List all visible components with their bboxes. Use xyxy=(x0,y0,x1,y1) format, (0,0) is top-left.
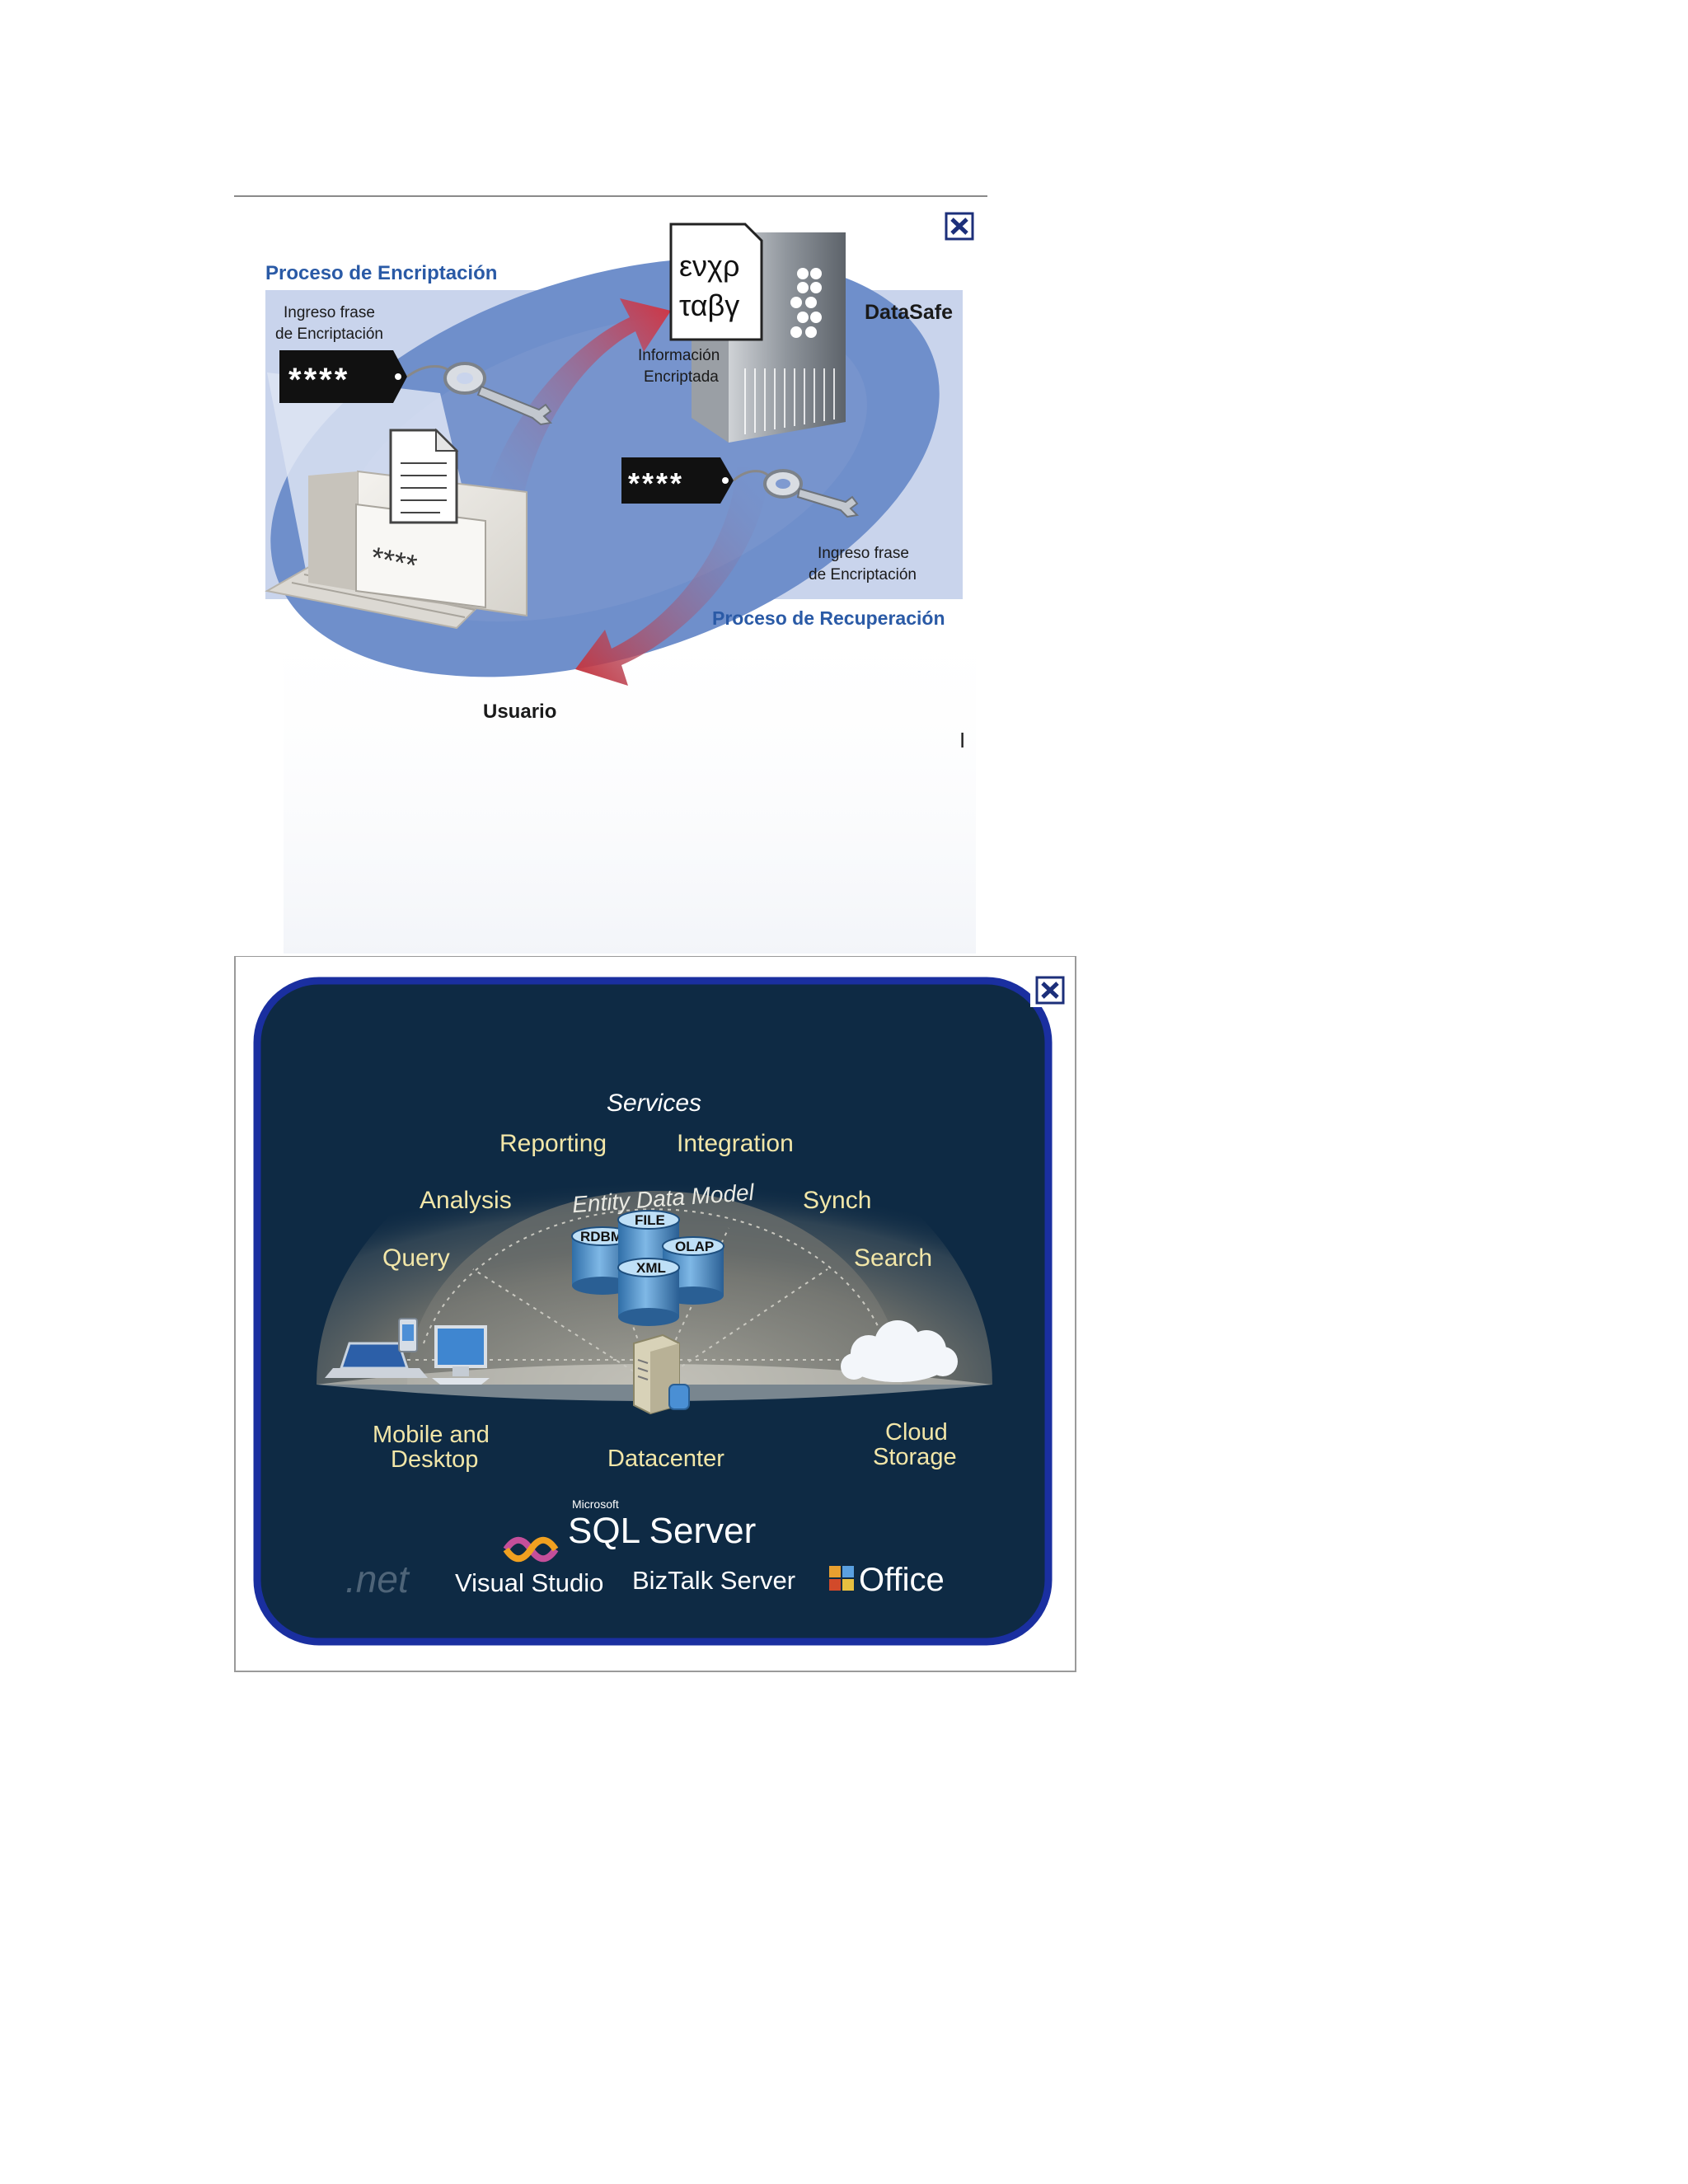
biztalk-label: BizTalk Server xyxy=(632,1566,795,1595)
db-xml-icon: XML xyxy=(617,1258,680,1326)
search-label: Search xyxy=(854,1244,932,1272)
usuario-label: Usuario xyxy=(483,701,556,723)
integration-label: Integration xyxy=(677,1130,794,1157)
analysis-label: Analysis xyxy=(420,1187,512,1214)
query-label: Query xyxy=(382,1244,450,1272)
office-label: Office xyxy=(859,1562,945,1598)
db-file-label: FILE xyxy=(635,1212,665,1228)
title-recover: Proceso de Recuperación xyxy=(712,607,945,629)
product-logos: .net Visual Studio BizTalk Server Office xyxy=(345,1536,945,1601)
close-button[interactable] xyxy=(1030,972,1068,1007)
close-icon xyxy=(1041,982,1059,999)
encrypted-document-icon: ενχρ ταβγ xyxy=(669,223,763,341)
title-encrypt: Proceso de Encriptación xyxy=(265,262,497,284)
devices-icon xyxy=(325,1318,490,1385)
ingreso-label-1: Ingreso frase xyxy=(284,304,375,321)
sql-server-text: SQL Server xyxy=(568,1511,756,1551)
document-icon xyxy=(389,428,459,524)
database-stack: RDBMS FILE OLAP XML xyxy=(571,1210,724,1326)
encryption-diagram: Proceso de Encriptación Ingreso frase de… xyxy=(234,195,987,954)
cloud-icon xyxy=(841,1320,958,1382)
visual-studio-label: Visual Studio xyxy=(455,1568,603,1597)
sql-ms-small: Microsoft xyxy=(572,1497,619,1511)
password-tag-right: **** xyxy=(621,457,734,504)
encrypt-arrow xyxy=(481,298,671,525)
computer-icon: **** xyxy=(265,470,528,630)
mobile-label-1: Mobile and xyxy=(373,1422,490,1448)
cloud-label-1: Cloud xyxy=(885,1419,948,1446)
service-labels: Services Reporting Integration Analysis … xyxy=(382,1090,932,1272)
password-mask-top: **** xyxy=(288,362,349,398)
cursor-mark: I xyxy=(959,728,965,752)
db-xml-label: XML xyxy=(636,1260,666,1276)
key-icon xyxy=(733,469,860,518)
datasafe-label: DataSafe xyxy=(865,301,953,324)
net-logo: .net xyxy=(345,1558,410,1601)
close-icon xyxy=(950,218,968,235)
password-mask-right: **** xyxy=(628,466,684,500)
ingreso-right-1: Ingreso frase xyxy=(818,545,909,562)
datacenter-server-icon xyxy=(633,1333,690,1415)
mobile-label-2: Desktop xyxy=(391,1446,478,1473)
info-label-2: Encriptada xyxy=(644,368,719,386)
ingreso-right-2: de Encriptación xyxy=(809,566,917,583)
sql-diagram-panel: Services Reporting Integration Analysis … xyxy=(234,955,1078,1673)
greek-line-2: ταβγ xyxy=(679,288,739,322)
services-label: Services xyxy=(607,1090,701,1117)
encryption-diagram-panel: Proceso de Encriptación Ingreso frase de… xyxy=(234,195,987,954)
office-icon xyxy=(829,1566,854,1591)
recover-arrow xyxy=(575,467,770,686)
cloud-label-2: Storage xyxy=(873,1444,957,1470)
db-olap-label: OLAP xyxy=(675,1239,714,1254)
synch-label: Synch xyxy=(803,1187,871,1214)
sql-server-logo: Microsoft SQL Server xyxy=(568,1497,756,1551)
visual-studio-icon xyxy=(503,1536,559,1563)
ingreso-label-2: de Encriptación xyxy=(275,326,383,343)
close-button[interactable] xyxy=(945,212,974,241)
password-tag-top: **** xyxy=(279,350,407,403)
key-icon xyxy=(406,362,553,426)
greek-line-1: ενχρ xyxy=(679,249,739,283)
reporting-label: Reporting xyxy=(499,1130,607,1157)
info-label-1: Información xyxy=(638,347,720,364)
datacenter-label: Datacenter xyxy=(607,1446,724,1472)
sql-server-diagram: Services Reporting Integration Analysis … xyxy=(234,955,1076,1672)
